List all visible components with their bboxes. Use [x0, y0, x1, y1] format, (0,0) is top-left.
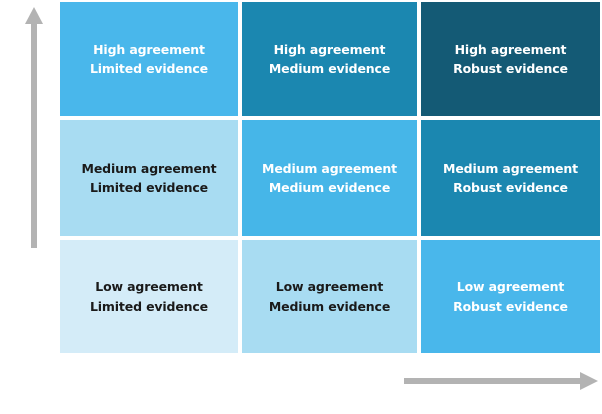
matrix-cell-medium-robust[interactable]: Medium agreement Robust evidence [419, 118, 602, 238]
matrix-cell-medium-limited[interactable]: Medium agreement Limited evidence [58, 118, 240, 238]
cell-agreement-label: Medium agreement [443, 160, 578, 176]
matrix-grid: High agreement Limited evidence High agr… [58, 0, 602, 355]
matrix-cell-low-limited[interactable]: Low agreement Limited evidence [58, 238, 240, 355]
cell-agreement-label: Medium agreement [262, 160, 397, 176]
matrix-cell-low-robust[interactable]: Low agreement Robust evidence [419, 238, 602, 355]
cell-evidence-label: Limited evidence [89, 61, 209, 76]
matrix-cell-medium-medium[interactable]: Medium agreement Medium evidence [240, 118, 419, 238]
cell-evidence-label: Limited evidence [89, 180, 209, 195]
cell-evidence-label: Limited evidence [89, 298, 209, 314]
matrix-cell-high-limited[interactable]: High agreement Limited evidence [58, 0, 240, 118]
cell-evidence-label: Robust evidence [453, 298, 568, 314]
cell-evidence-label: Robust evidence [453, 61, 568, 76]
cell-agreement-label: High agreement [273, 41, 386, 57]
agreement-axis-arrow-icon [25, 7, 43, 248]
cell-agreement-label: High agreement [93, 41, 205, 57]
cell-evidence-label: Medium evidence [268, 61, 391, 76]
cell-evidence-label: Robust evidence [453, 180, 568, 195]
evidence-axis-arrow-icon [404, 372, 598, 390]
cell-evidence-label: Medium evidence [268, 298, 391, 314]
cell-agreement-label: Medium agreement [81, 160, 217, 176]
cell-agreement-label: Low agreement [95, 279, 203, 295]
matrix-cell-low-medium[interactable]: Low agreement Medium evidence [240, 238, 419, 355]
cell-agreement-label: Low agreement [275, 279, 384, 295]
cell-agreement-label: Low agreement [456, 279, 565, 295]
cell-evidence-label: Medium evidence [268, 180, 391, 195]
matrix-cell-high-robust[interactable]: High agreement Robust evidence [419, 0, 602, 118]
matrix-cell-high-medium[interactable]: High agreement Medium evidence [240, 0, 419, 118]
cell-agreement-label: High agreement [454, 41, 567, 57]
